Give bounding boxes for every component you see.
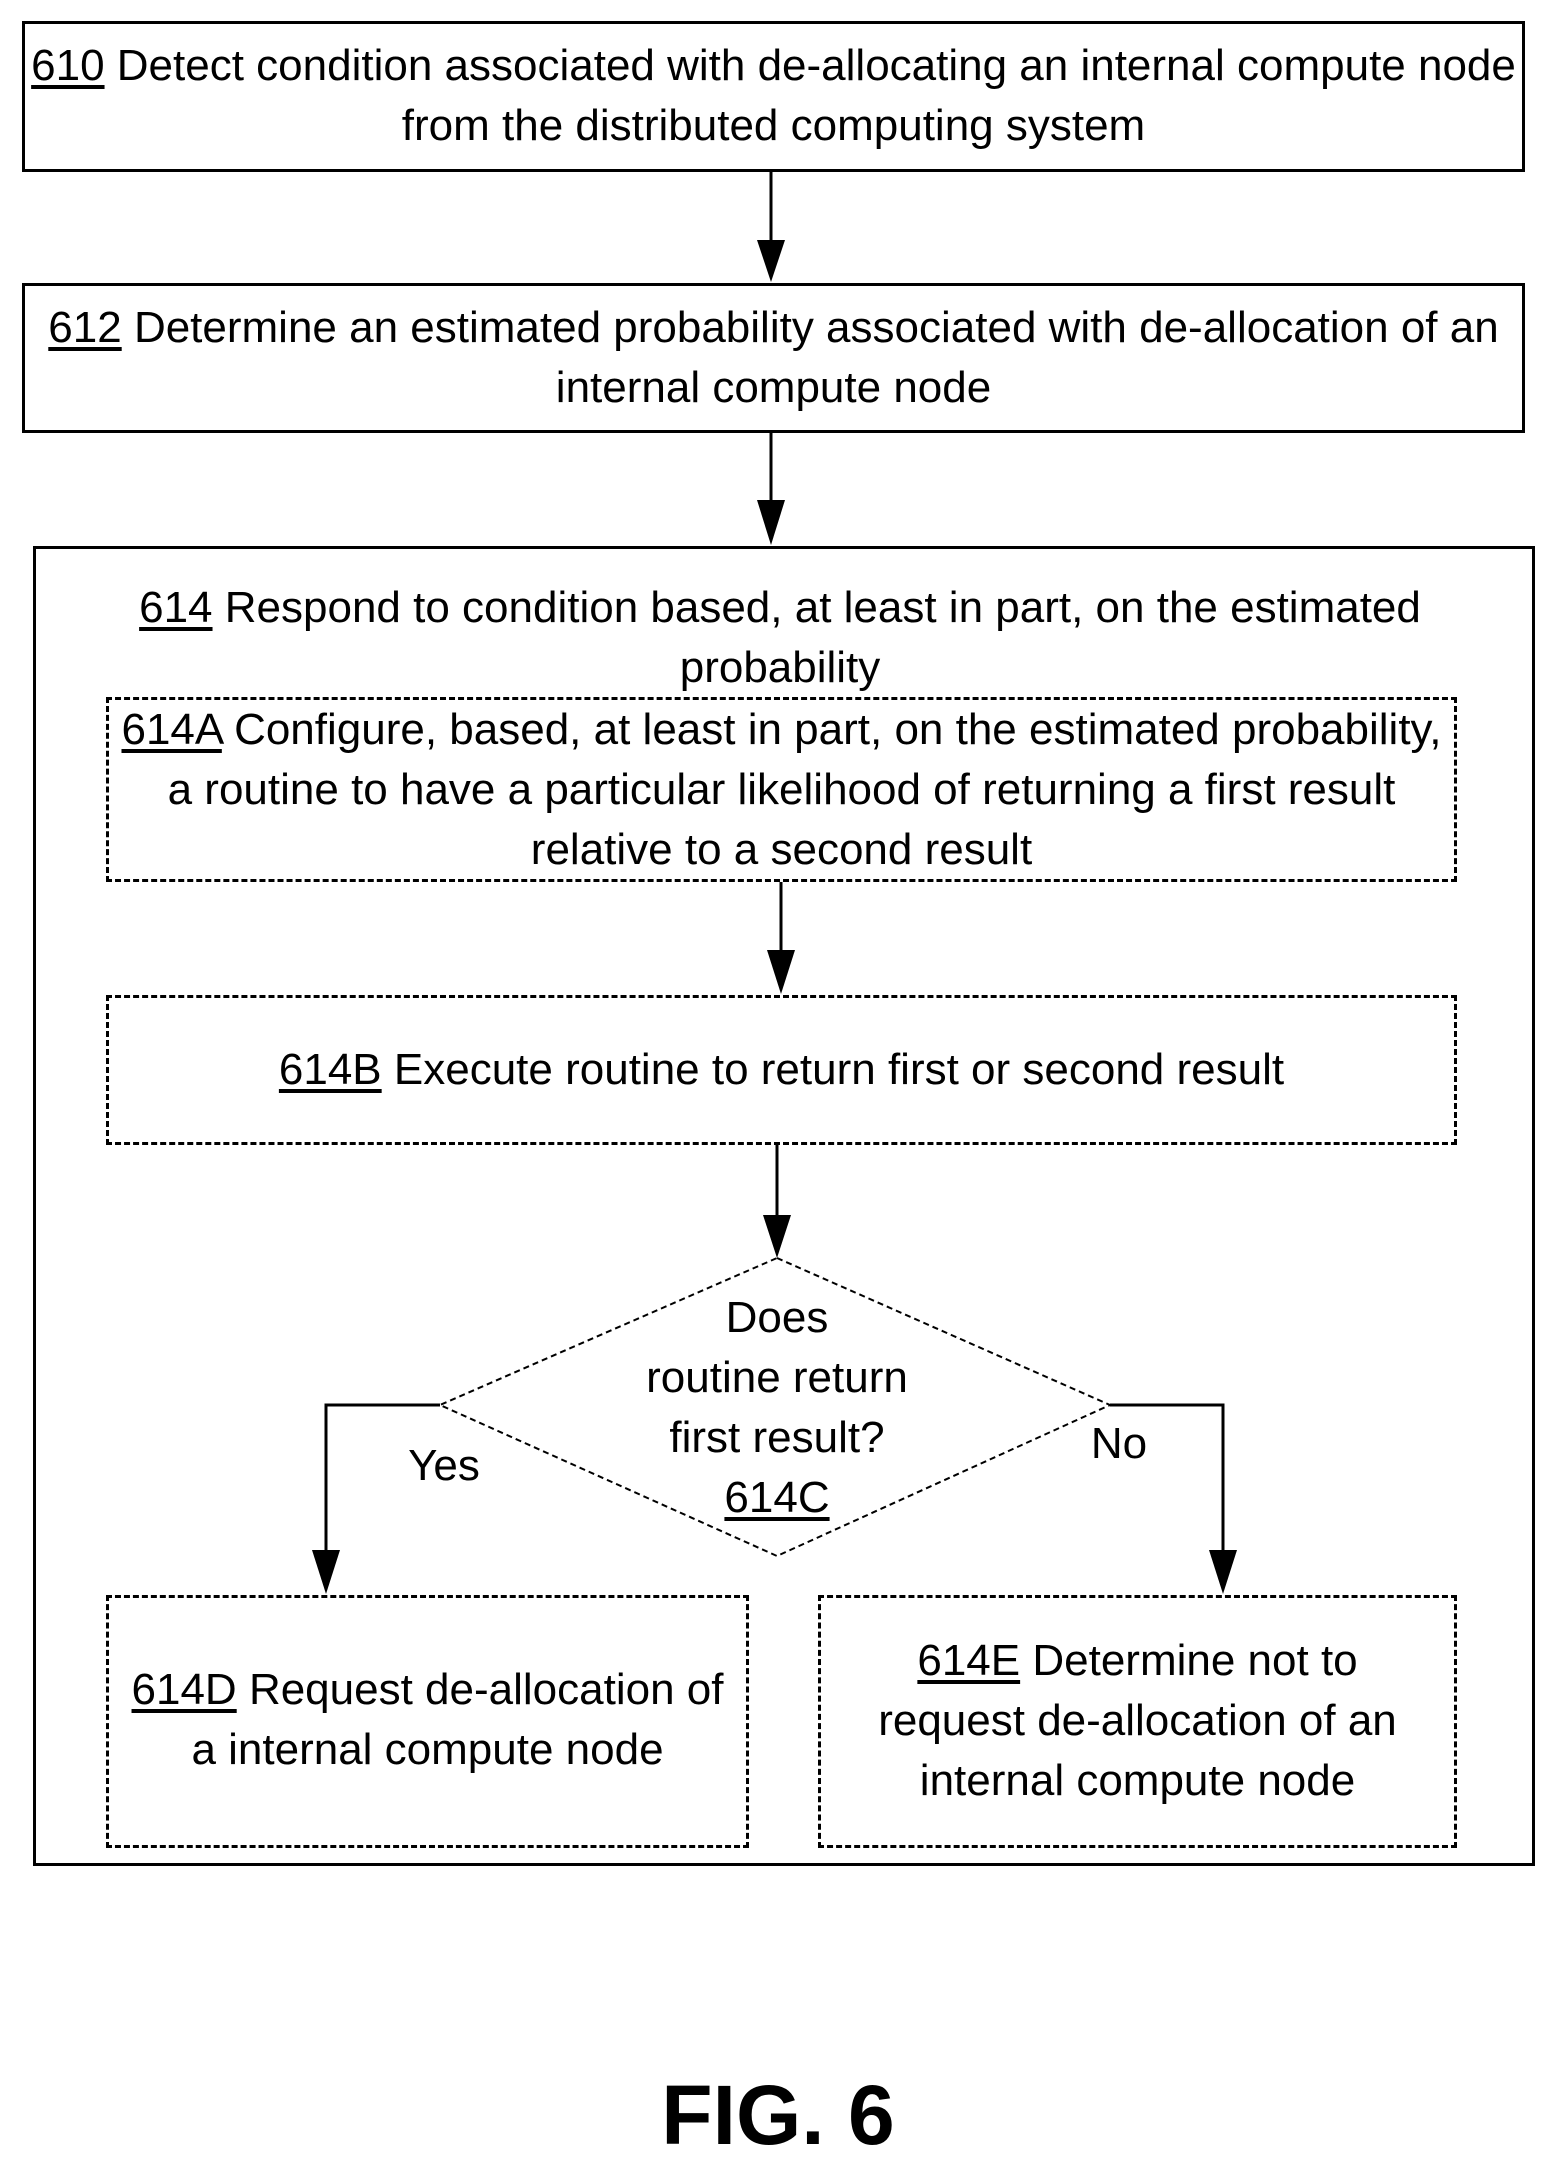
step-610-text: 610 Detect condition associated with de-… <box>30 36 1517 156</box>
step-614-text: 614 Respond to condition based, at least… <box>100 578 1460 698</box>
step-614d-ref: 614D <box>132 1665 237 1714</box>
step-614b-text: 614B Execute routine to return first or … <box>118 1040 1445 1100</box>
branch-yes-label: Yes <box>384 1436 504 1496</box>
step-610-ref: 610 <box>31 41 104 90</box>
step-614a-label: Configure, based, at least in part, on t… <box>168 705 1442 874</box>
step-614e-text: 614E Determine not to request de-allocat… <box>842 1631 1433 1811</box>
step-614d-label: Request de-allocation of a internal comp… <box>191 1665 723 1774</box>
step-614a-ref: 614A <box>121 705 221 754</box>
figure-label: FIG. 6 <box>0 2065 1556 2165</box>
step-614e-ref: 614E <box>917 1636 1020 1685</box>
step-614c-ref: 614C <box>724 1473 829 1522</box>
step-614a-text: 614A Configure, based, at least in part,… <box>118 700 1445 880</box>
step-614d-text: 614D Request de-allocation of a internal… <box>130 1660 725 1780</box>
step-614-ref: 614 <box>139 583 212 632</box>
step-614b-ref: 614B <box>279 1045 382 1094</box>
decision-614c-ref: 614C <box>577 1468 977 1528</box>
branch-no-label: No <box>1064 1414 1174 1474</box>
step-612-ref: 612 <box>48 303 121 352</box>
step-612-text: 612 Determine an estimated probability a… <box>30 298 1517 418</box>
step-614-label: Respond to condition based, at least in … <box>225 583 1421 692</box>
decision-614c-line3: first result? <box>577 1408 977 1468</box>
decision-614c-line1: Does <box>577 1288 977 1348</box>
step-612-label: Determine an estimated probability assoc… <box>134 303 1499 412</box>
step-614b-label: Execute routine to return first or secon… <box>394 1045 1284 1094</box>
decision-614c-line2: routine return <box>577 1348 977 1408</box>
step-610-label: Detect condition associated with de-allo… <box>117 41 1516 150</box>
